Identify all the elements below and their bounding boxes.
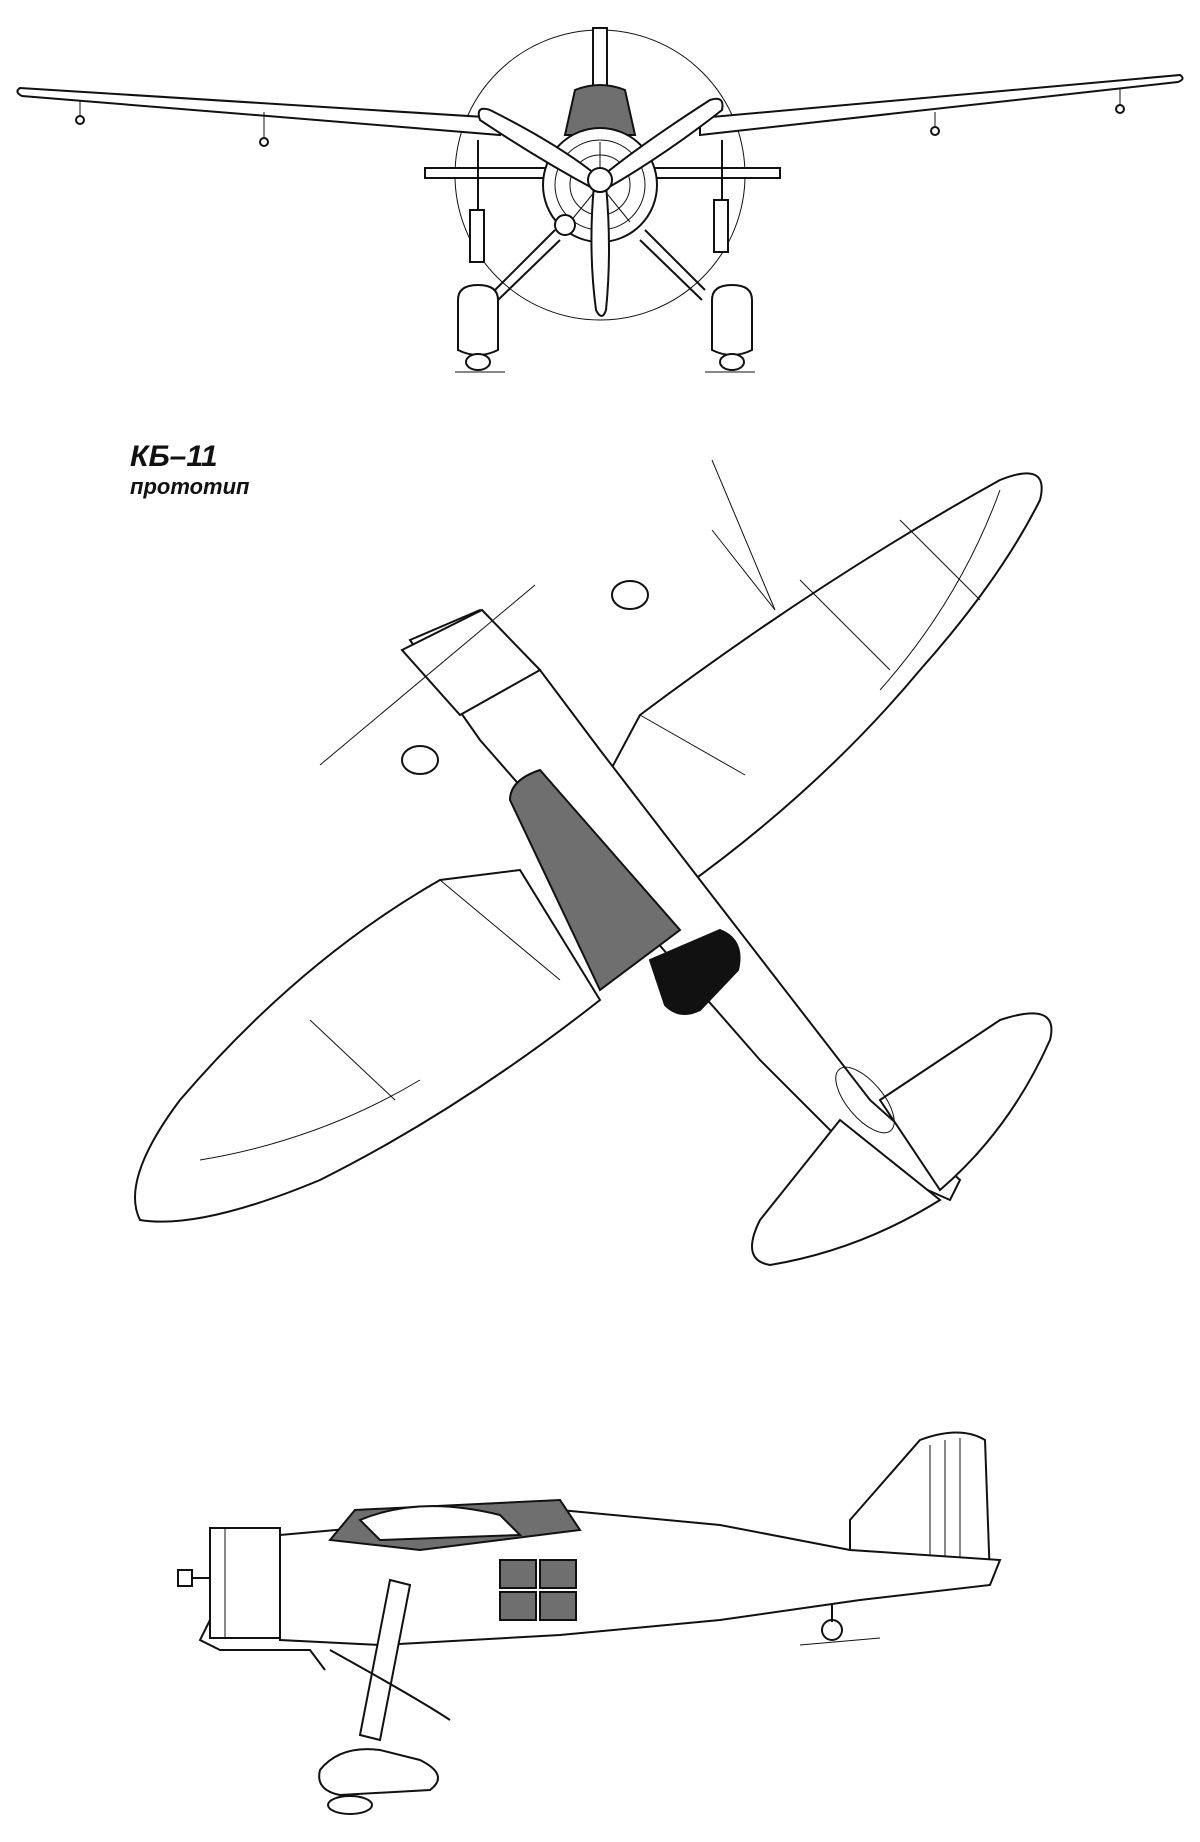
tail-wheel bbox=[821, 1619, 843, 1641]
side-engine-cowling bbox=[209, 1527, 281, 1639]
side-fin bbox=[849, 1431, 992, 1581]
side-float bbox=[318, 1748, 439, 1797]
title-block: КБ–11 прототип bbox=[130, 440, 249, 500]
side-float-strut bbox=[358, 1578, 412, 1742]
side-view-drawing bbox=[177, 1431, 1002, 1815]
side-windows bbox=[499, 1559, 577, 1621]
front-view-drawing bbox=[16, 27, 1184, 373]
tailplane-lower bbox=[751, 1118, 942, 1267]
side-spinner bbox=[177, 1569, 193, 1587]
propeller-blade-left bbox=[477, 107, 602, 192]
left-wing bbox=[16, 86, 501, 137]
side-view bbox=[0, 1400, 1200, 1842]
aircraft-subtitle: прототип bbox=[130, 474, 250, 499]
aircraft-designation: КБ–11 bbox=[130, 440, 218, 473]
top-view-drawing bbox=[134, 460, 1053, 1267]
rear-cockpit bbox=[648, 928, 741, 1015]
right-wing bbox=[699, 73, 1184, 137]
upper-wing-panel bbox=[598, 472, 1043, 892]
float-struts bbox=[469, 140, 729, 301]
propeller-blade-right bbox=[598, 97, 724, 192]
top-view bbox=[0, 460, 1200, 1360]
propeller-blade-bottom bbox=[590, 184, 610, 317]
lower-wing-panel bbox=[134, 868, 602, 1223]
float-right bbox=[711, 283, 753, 356]
front-view bbox=[0, 0, 1200, 400]
engine-nose bbox=[400, 608, 542, 717]
canopy bbox=[563, 84, 637, 136]
tailplane-upper bbox=[878, 1012, 1053, 1192]
float-left bbox=[457, 283, 499, 356]
propeller-spinner bbox=[587, 167, 613, 193]
top-canopy bbox=[508, 768, 682, 992]
